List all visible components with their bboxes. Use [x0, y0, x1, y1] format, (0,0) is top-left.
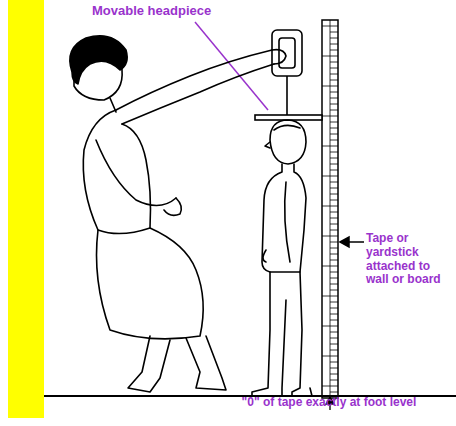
- tape-tick: [330, 200, 338, 201]
- tape-tick: [330, 128, 338, 129]
- tape-tick: [322, 176, 338, 177]
- tape-tick: [330, 110, 338, 111]
- tape-tick: [330, 320, 338, 321]
- tape-tick: [330, 278, 338, 279]
- tape-tick: [322, 326, 338, 327]
- tape-tick: [322, 146, 338, 147]
- tape-tick: [322, 86, 338, 87]
- tape-tick: [330, 122, 338, 123]
- tape-tick: [330, 242, 338, 243]
- tape-tick: [322, 266, 338, 267]
- tape-tick: [330, 374, 338, 375]
- tape-tick: [330, 164, 338, 165]
- tape-tick: [330, 260, 338, 261]
- tape-tick: [330, 302, 338, 303]
- measuring-board: [322, 20, 338, 398]
- tape-tick: [330, 80, 338, 81]
- tape-tick: [330, 188, 338, 189]
- tape-tick: [330, 332, 338, 333]
- tape-tick: [330, 68, 338, 69]
- yellow-bar: [8, 0, 44, 418]
- tape-tick: [330, 344, 338, 345]
- tape-tick: [322, 386, 338, 387]
- tape-tick: [330, 230, 338, 231]
- tape-tick: [330, 290, 338, 291]
- tape-tick: [322, 236, 338, 237]
- tape-tick: [330, 44, 338, 45]
- tape-tick: [330, 50, 338, 51]
- tape-tick: [330, 272, 338, 273]
- tape-tick: [330, 224, 338, 225]
- annotation-label: "0" of tape exactly at foot level: [222, 396, 436, 410]
- tape-tick: [330, 338, 338, 339]
- tape-tick: [330, 254, 338, 255]
- child-figure: [252, 120, 312, 396]
- tape-tick: [330, 212, 338, 213]
- part-label: Movable headpiece: [92, 4, 262, 19]
- tape-tick: [330, 38, 338, 39]
- tape-tick: [330, 350, 338, 351]
- tape-tick: [330, 194, 338, 195]
- tape-tick: [330, 284, 338, 285]
- tape-tick: [330, 92, 338, 93]
- tape-tick: [330, 308, 338, 309]
- tape-tick: [330, 74, 338, 75]
- tape-tick: [322, 26, 338, 27]
- tape-tick: [330, 380, 338, 381]
- tape-tick: [330, 362, 338, 363]
- tape-tick: [330, 32, 338, 33]
- tape-tick: [330, 248, 338, 249]
- tape-tick: [330, 182, 338, 183]
- tape-tick: [330, 152, 338, 153]
- adult-figure: [70, 36, 286, 392]
- tape-tick: [330, 368, 338, 369]
- tape-tick: [330, 140, 338, 141]
- leader-line: [195, 22, 268, 110]
- tape-tick: [330, 218, 338, 219]
- tape-tick: [322, 56, 338, 57]
- tape-tick: [330, 104, 338, 105]
- tape-tick: [330, 314, 338, 315]
- tape-tick: [330, 98, 338, 99]
- board-arrow: [340, 237, 364, 247]
- tape-tick: [322, 206, 338, 207]
- tape-tick: [322, 116, 338, 117]
- tape-tick: [330, 392, 338, 393]
- tape-tick: [322, 356, 338, 357]
- annotation-label: Tape or yardstick attached to wall or bo…: [366, 232, 452, 287]
- tape-tick: [330, 158, 338, 159]
- tape-tick: [330, 134, 338, 135]
- tape-tick: [322, 296, 338, 297]
- tape-tick: [330, 170, 338, 171]
- tape-tick: [330, 62, 338, 63]
